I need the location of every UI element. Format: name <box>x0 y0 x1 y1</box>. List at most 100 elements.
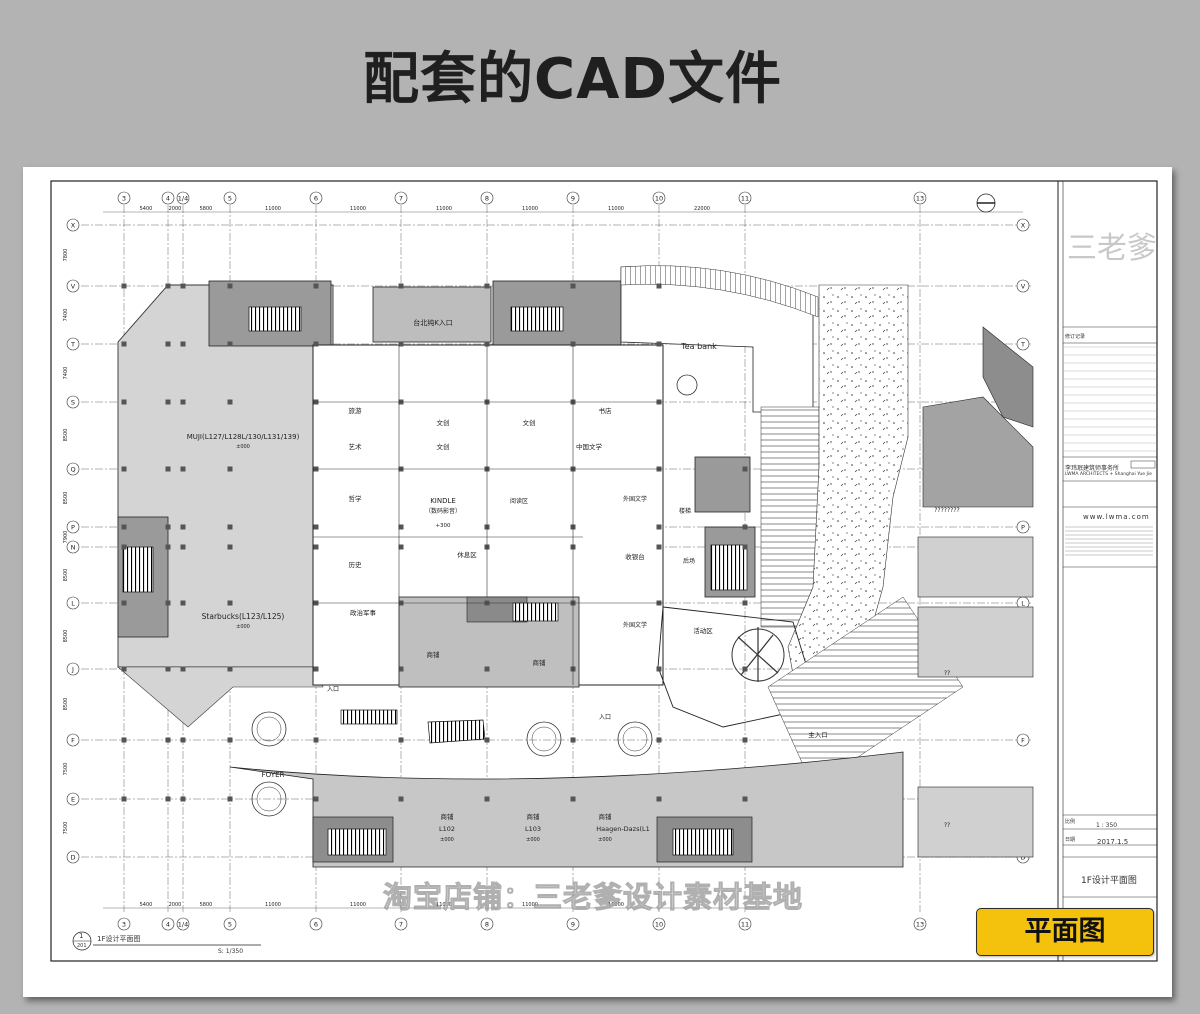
structural-column <box>398 796 404 802</box>
spiral-stair <box>676 374 698 396</box>
stair-symbol <box>327 828 387 856</box>
dimension-top: 2000 <box>169 206 182 212</box>
structural-grid: 33441/41/45566778899101011111313XXVVTTSS… <box>63 191 1033 931</box>
grid-bubble <box>66 850 80 864</box>
grid-row-label: L <box>1021 599 1025 607</box>
structural-column <box>656 524 662 530</box>
structural-column <box>121 544 127 550</box>
dimension-left: 7400 <box>63 367 69 380</box>
page-headline: 配套的CAD文件 <box>363 47 782 112</box>
grid-bubble <box>1016 733 1030 747</box>
tea-bank-canopy <box>620 265 819 318</box>
structural-column <box>227 399 233 405</box>
grid-col-label: 13 <box>916 920 924 928</box>
grid-col-label: 1/4 <box>178 920 188 928</box>
dimension-bottom: 2000 <box>169 902 182 908</box>
room-label: 台北纯K入口 <box>413 318 453 327</box>
grid-row-label: S <box>71 398 75 406</box>
room-label: 商铺 <box>527 812 541 821</box>
structural-column <box>398 524 404 530</box>
dimension-top: 22000 <box>694 206 710 212</box>
grid-bubble <box>161 917 175 931</box>
room-label: 入口 <box>599 714 611 721</box>
structural-column <box>180 466 186 472</box>
structural-column <box>570 737 576 743</box>
structural-column <box>742 737 748 743</box>
grid-col-label: 11 <box>741 920 749 928</box>
dimension-top: 5400 <box>140 206 153 212</box>
tree-branches <box>737 627 779 682</box>
room-label: 哲学 <box>349 494 363 503</box>
room-label: 入口 <box>327 686 339 693</box>
structural-column <box>180 544 186 550</box>
grid-col-label: 5 <box>228 194 232 202</box>
structural-column <box>180 341 186 347</box>
room-label: ±000 <box>440 837 454 843</box>
drawing-frame <box>50 180 1158 962</box>
structural-column <box>313 544 319 550</box>
grid-row-label: T <box>70 340 75 348</box>
starbucks-zone-edge <box>117 666 324 728</box>
grid-bubble <box>1016 520 1030 534</box>
grid-row-label: P <box>1021 523 1025 531</box>
structural-column <box>742 524 748 530</box>
room-label: 主入口 <box>808 730 828 739</box>
structural-column <box>656 737 662 743</box>
room-level: ±000 <box>236 624 250 630</box>
structural-column <box>121 737 127 743</box>
stamp-box <box>1130 460 1156 469</box>
grid-col-label: 5 <box>228 920 232 928</box>
structural-column <box>121 466 127 472</box>
grid-bubble <box>738 917 752 931</box>
caption-title: 1F设计平面图 <box>97 935 141 943</box>
room-label: FOYER <box>262 771 285 779</box>
grid-row-label: N <box>71 543 76 551</box>
room-label: 活动区 <box>693 626 713 635</box>
grid-col-label: 13 <box>916 194 924 202</box>
watermark-text: 淘宝店铺：三老爹设计素材基地 <box>382 880 804 915</box>
grid-bubble <box>1016 337 1030 351</box>
structural-column <box>398 341 404 347</box>
grid-col-label: 3 <box>122 920 126 928</box>
stair-symbol <box>672 828 734 856</box>
grid-col-label: 11 <box>741 194 749 202</box>
room-label: 文创 <box>523 418 536 427</box>
structural-column <box>398 666 404 672</box>
room-label: 艺术 <box>349 442 363 451</box>
structural-column <box>121 341 127 347</box>
escalator-2 <box>427 719 486 744</box>
grid-col-label: 7 <box>399 920 403 928</box>
annex-roof-2 <box>922 396 1034 508</box>
dimension-top: 5800 <box>200 206 213 212</box>
structural-column <box>180 399 186 405</box>
dimension-bottom: 11000 <box>608 902 624 908</box>
structural-column <box>121 283 127 289</box>
grid-bubble <box>913 191 927 205</box>
karaoke-entrance-block <box>372 286 492 343</box>
structural-column <box>742 796 748 802</box>
grid-bubble <box>66 662 80 676</box>
dimension-bottom: 5800 <box>200 902 213 908</box>
structural-column <box>313 737 319 743</box>
structural-column <box>656 796 662 802</box>
grid-bubble <box>480 191 494 205</box>
dimension-top: 11000 <box>436 206 452 212</box>
structural-column <box>656 666 662 672</box>
grid-row-label: D <box>70 853 75 861</box>
stair-symbol <box>122 546 154 593</box>
structural-column <box>484 283 490 289</box>
dimension-left: 8500 <box>63 698 69 711</box>
structural-column <box>656 283 662 289</box>
grid-bubble <box>394 917 408 931</box>
date-label: 日期 <box>1065 837 1076 843</box>
room-label: 文创 <box>437 418 450 427</box>
stair-symbol <box>248 306 302 332</box>
grid-col-label: 4 <box>166 194 170 202</box>
structural-column <box>121 399 127 405</box>
grid-bubble <box>161 191 175 205</box>
grid-col-label: 8 <box>485 920 489 928</box>
structural-column <box>165 341 171 347</box>
structural-column <box>227 466 233 472</box>
room-label: ?? <box>944 822 950 829</box>
scale-label: 比例 <box>1065 819 1076 825</box>
